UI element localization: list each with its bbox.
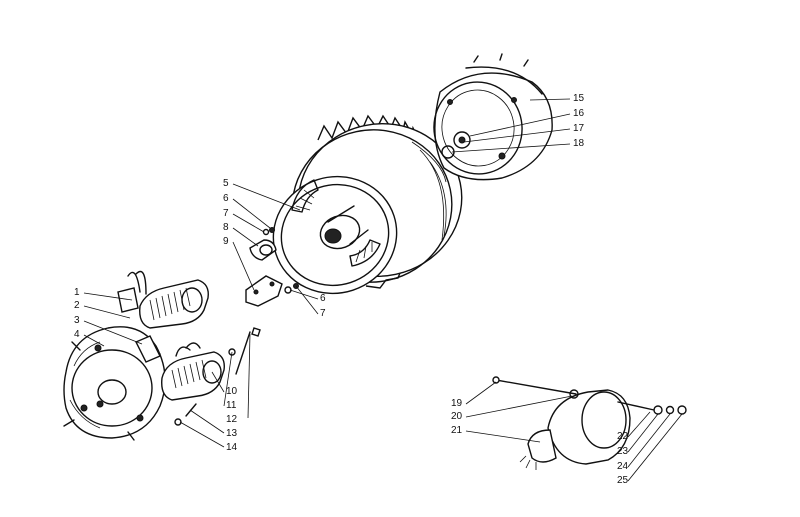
callout-12: 12 [226, 414, 238, 425]
nut-25 [677, 405, 687, 415]
washer-14 [174, 418, 182, 426]
callout-7a: 7 [223, 208, 229, 219]
callout-20: 20 [451, 411, 463, 422]
flywheel-magneto-assembly [272, 114, 463, 295]
callout-22: 22 [617, 431, 629, 442]
callout-25: 25 [617, 475, 629, 486]
coil-bracket-3 [135, 335, 161, 363]
callout-6b: 6 [320, 293, 326, 304]
callout-3: 3 [74, 315, 80, 326]
coil-bracket-1 [117, 287, 139, 313]
callout-4: 4 [74, 329, 80, 340]
lighting-coil [117, 270, 209, 329]
fasteners [174, 327, 261, 426]
callout-6a: 6 [223, 193, 229, 204]
starter-motor [492, 376, 687, 470]
callout-23: 23 [617, 446, 629, 457]
callout-11: 11 [226, 400, 237, 411]
screw-13 [185, 403, 197, 417]
callout-16: 16 [573, 108, 585, 119]
callout-10: 10 [226, 386, 238, 397]
callout-5: 5 [223, 178, 229, 189]
callout-18: 18 [573, 138, 585, 149]
stator-center-bore [97, 379, 127, 405]
washer-20 [569, 389, 579, 399]
callout-9: 9 [223, 236, 229, 247]
callout-14: 14 [226, 442, 238, 453]
brush-holder-9 [245, 275, 283, 307]
callout-13: 13 [226, 428, 238, 439]
callout-21: 21 [451, 425, 463, 436]
stator-plate [63, 326, 166, 441]
through-bolt-19 [495, 379, 577, 395]
pinion-end [527, 429, 557, 463]
callout-8: 8 [223, 222, 229, 233]
end-cover [433, 53, 553, 181]
ignition-coil [135, 335, 225, 401]
callout-17: 17 [573, 123, 585, 134]
callout-7b: 7 [320, 308, 326, 319]
screw-12 [235, 331, 251, 375]
callout-1: 1 [74, 287, 80, 298]
stud-22 [617, 401, 655, 411]
washer-24 [665, 405, 675, 415]
callout-2: 2 [74, 300, 80, 311]
screw-6 [269, 227, 275, 233]
callout-15: 15 [573, 93, 585, 104]
washer-23 [653, 405, 663, 415]
washer-7 [262, 228, 270, 236]
callout-19: 19 [451, 398, 463, 409]
callout-24: 24 [617, 461, 629, 472]
leader-lines [83, 98, 683, 482]
washer-11 [228, 348, 236, 356]
